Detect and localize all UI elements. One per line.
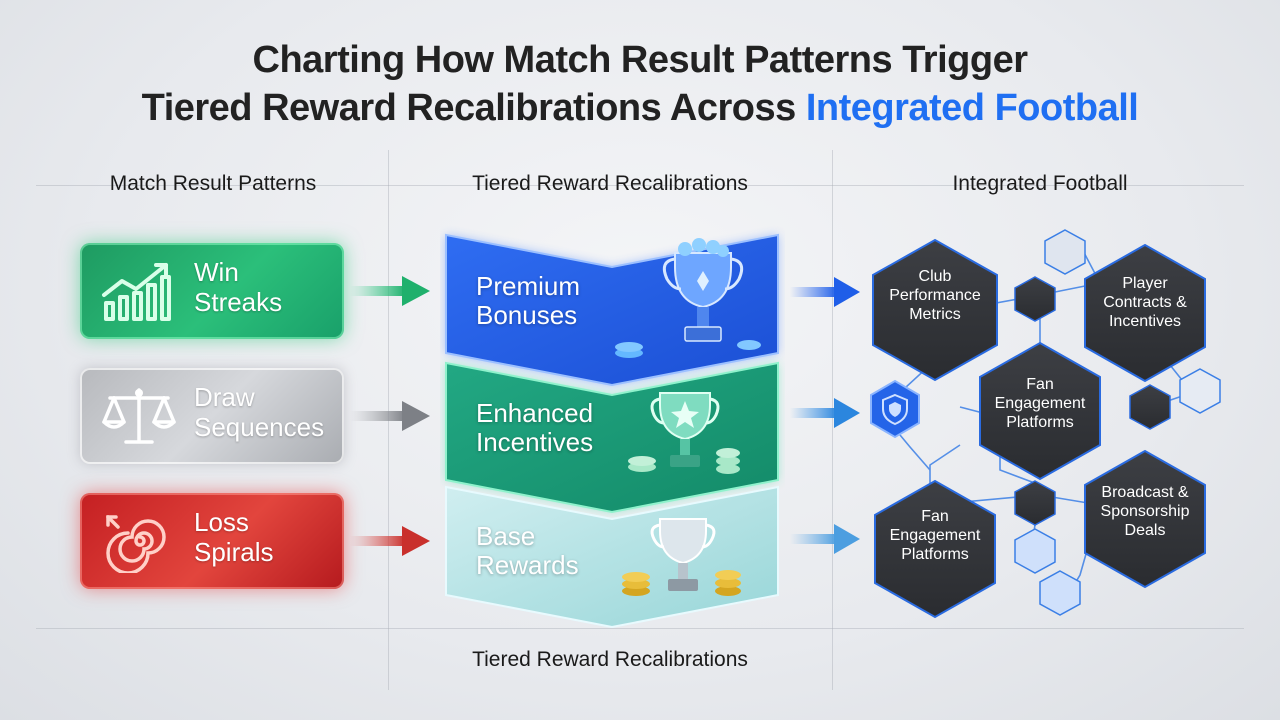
shield-icon	[870, 379, 920, 439]
node-broadcast-sponsorship	[1084, 449, 1206, 589]
node-text: Platforms	[901, 546, 969, 563]
node-text: Fan	[921, 508, 949, 525]
node-text: Performance	[889, 287, 981, 304]
trophy-star-icon	[628, 392, 740, 474]
pattern-card-draw-sequences[interactable]: Draw Sequences	[80, 368, 344, 464]
title-line-2-main: Tiered Reward Recalibrations Across	[141, 87, 806, 129]
arrow-icon	[790, 277, 860, 307]
node-player-contracts	[1084, 243, 1206, 383]
tier-stack	[445, 233, 779, 629]
column-header-tiers: Tiered Reward Recalibrations	[472, 172, 748, 195]
column-header-patterns: Match Result Patterns	[109, 172, 317, 195]
node-text: Sponsorship	[1101, 503, 1190, 520]
decor-hex	[1044, 229, 1086, 275]
decor-hex	[1179, 368, 1221, 414]
connector-hex	[1014, 480, 1056, 526]
footer-label: Tiered Reward Recalibrations	[472, 648, 748, 671]
arrow-group-left	[350, 276, 430, 556]
node-text: Club	[919, 268, 952, 285]
pattern-label: Win Streaks	[194, 257, 283, 317]
arrow-icon	[350, 401, 430, 431]
node-fan-engagement-center	[979, 341, 1101, 481]
node-club-performance	[872, 238, 998, 382]
tier-label-enhanced: Enhanced Incentives	[476, 398, 594, 457]
column-header-football: Integrated Football	[952, 172, 1128, 195]
grid-line	[36, 185, 1244, 186]
tier-label-premium: Premium Bonuses	[476, 271, 581, 330]
title-line-1: Charting How Match Result Patterns Trigg…	[252, 39, 1029, 81]
connector-hex	[1129, 384, 1171, 430]
arrow-icon	[350, 526, 430, 556]
node-text: Metrics	[909, 306, 961, 323]
pattern-label: Draw Sequences	[194, 382, 325, 442]
page-title: Charting How Match Result Patterns Trigg…	[0, 36, 1280, 132]
arrow-group-right	[790, 277, 860, 554]
node-text: Contracts &	[1103, 294, 1187, 311]
title-accent: Integrated Football	[805, 87, 1139, 129]
decor-hex	[1014, 528, 1056, 574]
node-text: Platforms	[1006, 414, 1074, 431]
connector-hex	[1014, 276, 1056, 322]
spiral-icon	[106, 515, 166, 573]
pattern-card-loss-spirals[interactable]: Loss Spirals	[80, 493, 344, 589]
balance-scale-icon	[102, 388, 176, 444]
node-text: Engagement	[995, 395, 1086, 412]
arrow-icon	[790, 524, 860, 554]
football-network: Club Performance Metrics Player Contract…	[870, 229, 1221, 619]
title-line-2: Tiered Reward Recalibrations Across Inte…	[0, 84, 1280, 132]
node-text: Broadcast &	[1101, 484, 1188, 501]
node-fan-engagement-lower	[874, 479, 996, 619]
trophy-coins-icon	[622, 518, 741, 596]
grid-line	[832, 150, 833, 690]
arrow-icon	[350, 276, 430, 306]
pattern-card-win-streaks[interactable]: Win Streaks	[80, 243, 344, 339]
arrow-icon	[790, 398, 860, 428]
trophy-cup-icon	[615, 238, 761, 358]
decor-hex	[1039, 570, 1081, 616]
grid-line	[36, 628, 1244, 629]
node-text: Engagement	[890, 527, 981, 544]
rising-chart-icon	[102, 263, 171, 321]
node-text: Fan	[1026, 376, 1054, 393]
node-text: Incentives	[1109, 313, 1181, 330]
node-text: Player	[1122, 275, 1168, 292]
pattern-label: Loss Spirals	[194, 507, 274, 567]
tier-label-base: Base Rewards	[476, 521, 579, 580]
node-text: Deals	[1125, 522, 1166, 539]
